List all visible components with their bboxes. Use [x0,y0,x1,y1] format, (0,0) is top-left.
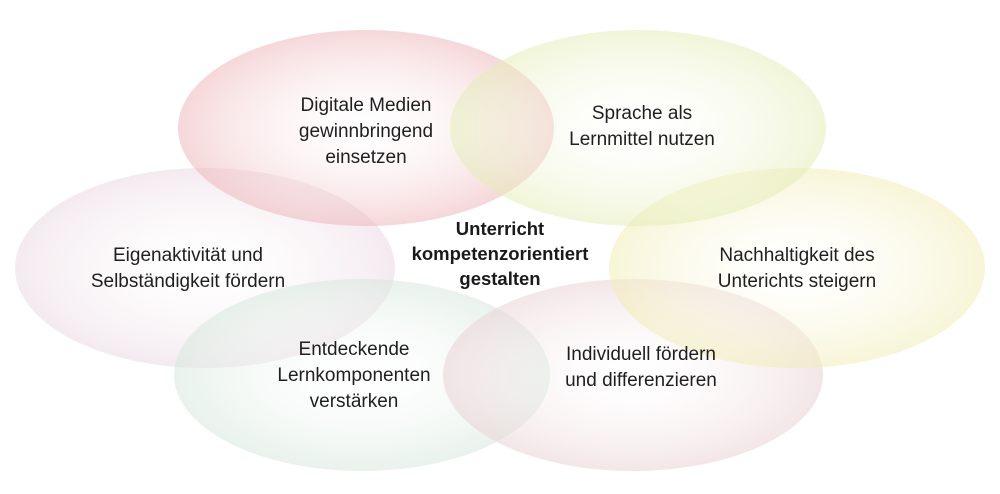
petal-digital-line-3: einsetzen [325,147,407,168]
petal-entdeckend-line-3: verstärken [309,391,399,412]
petal-entdeckend-label: Entdeckende Lernkomponenten verstärken [224,337,484,415]
petal-eigenaktivitaet-label: Eigenaktivität und Selbständigkeit förde… [53,243,323,295]
petal-entdeckend-line-1: Entdeckende [298,339,410,360]
petal-nachhaltigkeit-label: Nachhaltigkeit des Unterichts steigern [667,243,927,295]
petal-digital-shape [178,30,554,226]
petal-digital-line-1: Digitale Medien [300,95,432,116]
petal-sprache-label: Sprache als Lernmittel nutzen [512,101,772,153]
petal-eigenaktivitaet-line-1: Eigenaktivität und [113,245,263,266]
petal-sprache-line-2: Lernmittel nutzen [569,129,715,150]
center-title: Unterricht kompetenzorientiert gestalten [380,216,620,291]
petal-individuell-line-2: und differenzieren [565,370,717,391]
petal-nachhaltigkeit-line-1: Nachhaltigkeit des [719,245,875,266]
petal-sprache-shape [450,30,826,226]
petal-sprache-line-1: Sprache als [591,103,693,124]
petal-nachhaltigkeit-line-2: Unterichts steigern [717,271,877,292]
petal-digital-label: Digitale Medien gewinnbringend einsetzen [236,93,496,171]
center-line-1: Unterricht [455,218,545,239]
petal-eigenaktivitaet-line-2: Selbständigkeit fördern [90,271,286,292]
petal-individuell-label: Individuell fördern und differenzieren [511,342,771,394]
petal-digital-line-2: gewinnbringend [298,121,434,142]
center-line-2: kompetenzorientiert [411,243,589,264]
petal-entdeckend-line-2: Lernkomponenten [277,365,431,386]
petal-individuell-line-1: Individuell fördern [566,344,716,365]
center-line-3: gestalten [459,268,541,289]
petal-entdeckend-shape [174,279,550,471]
